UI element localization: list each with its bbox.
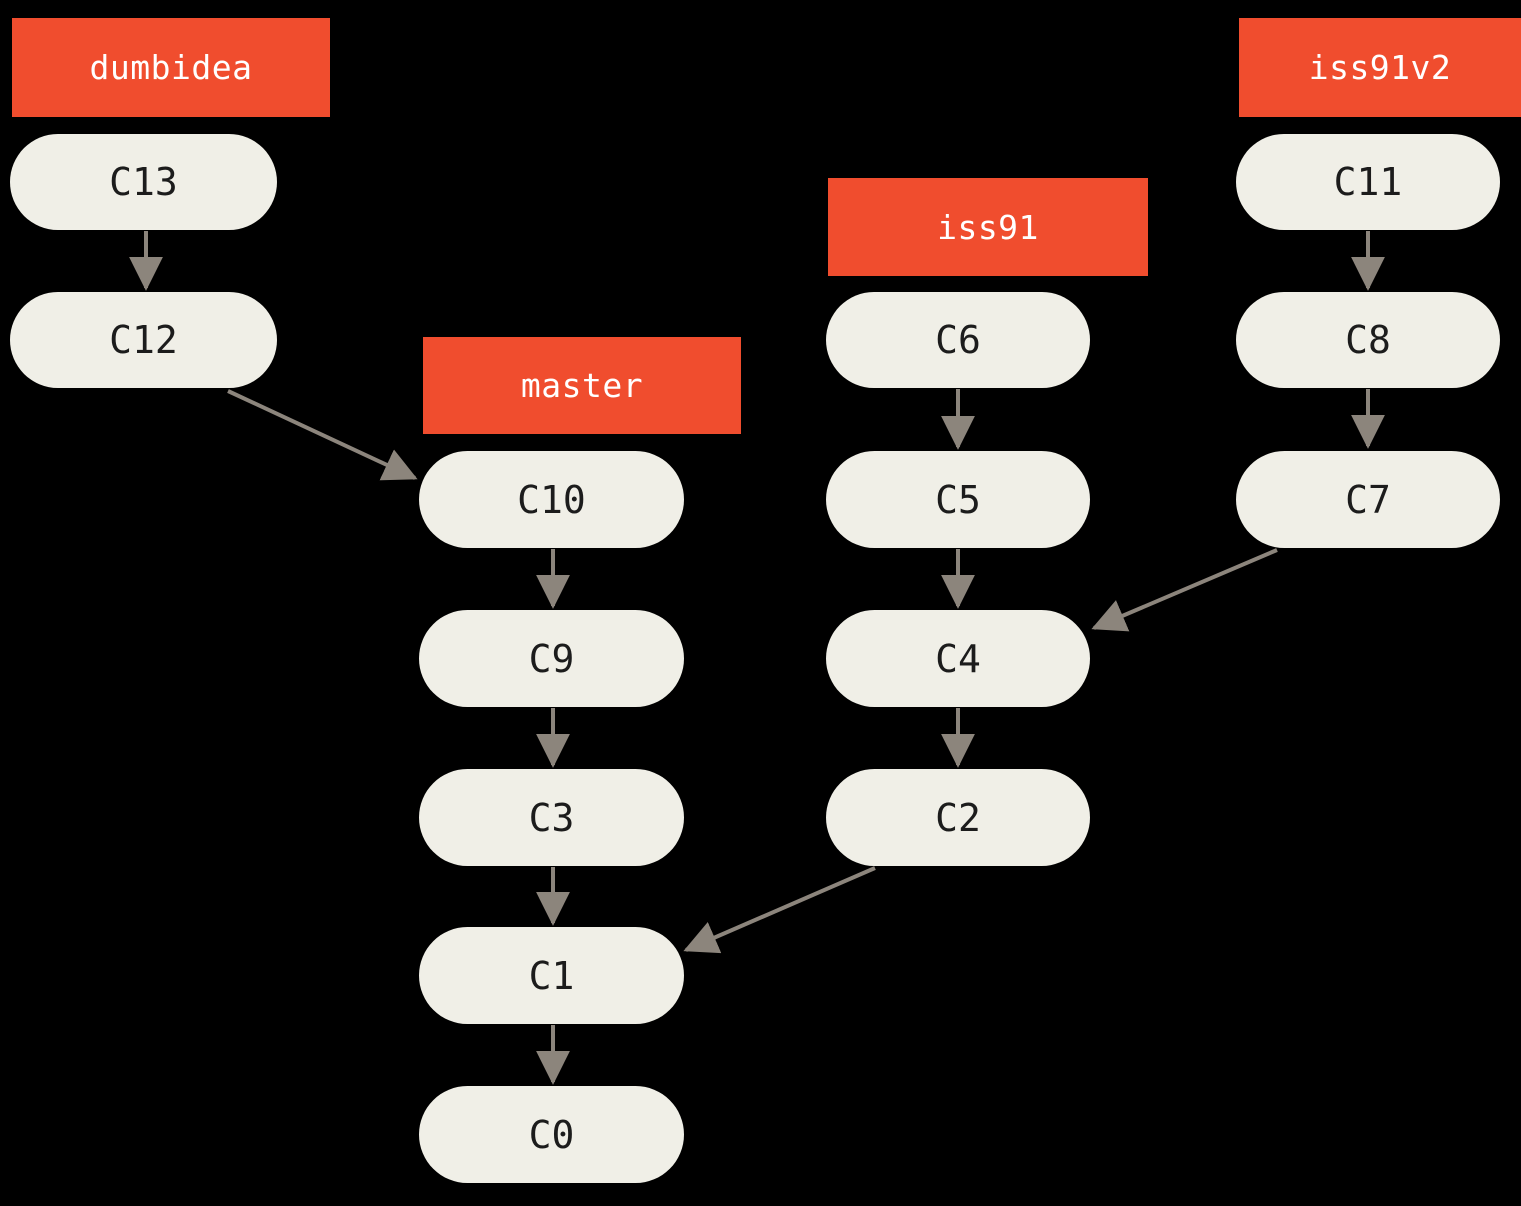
commit-node-C7: C7 [1236,451,1500,548]
commit-node-C6: C6 [826,292,1090,388]
commit-node-C12: C12 [10,292,277,388]
commit-label: C3 [528,795,575,840]
commit-node-C10: C10 [419,451,684,548]
branch-label-iss91v2: iss91v2 [1239,18,1521,117]
commit-label: C5 [935,477,981,522]
commit-node-C9: C9 [419,610,684,707]
branch-label-text: dumbidea [89,48,253,87]
commit-label: C12 [109,318,178,362]
edge-C2-to-C1 [683,866,876,954]
commit-label: C8 [1345,318,1391,362]
commit-label: C6 [935,318,981,362]
commit-node-C13: C13 [10,134,277,230]
branch-label-master: master [423,337,741,434]
edge-C12-to-C10 [227,389,418,481]
commit-label: C9 [528,636,575,681]
commit-node-C4: C4 [826,610,1090,707]
commit-node-C3: C3 [419,769,684,866]
branch-label-dumbidea: dumbidea [12,18,330,117]
branch-label-text: master [520,366,644,405]
commit-node-C5: C5 [826,451,1090,548]
edge-C7-to-C4 [1091,548,1278,632]
branch-label-text: iss91 [937,207,1039,247]
commit-label: C4 [935,636,981,681]
commit-node-C0: C0 [419,1086,684,1183]
commit-label: C2 [935,795,981,840]
commit-node-C11: C11 [1236,134,1500,230]
commit-label: C11 [1333,160,1403,204]
commit-node-C8: C8 [1236,292,1500,388]
commit-label: C1 [528,953,575,998]
branch-label-iss91: iss91 [828,178,1148,276]
commit-label: C0 [528,1112,575,1157]
commit-label: C10 [517,477,586,522]
commit-node-C2: C2 [826,769,1090,866]
commit-label: C7 [1345,477,1391,522]
commit-node-C1: C1 [419,927,684,1024]
commit-label: C13 [109,160,178,204]
branch-label-text: iss91v2 [1308,48,1452,87]
